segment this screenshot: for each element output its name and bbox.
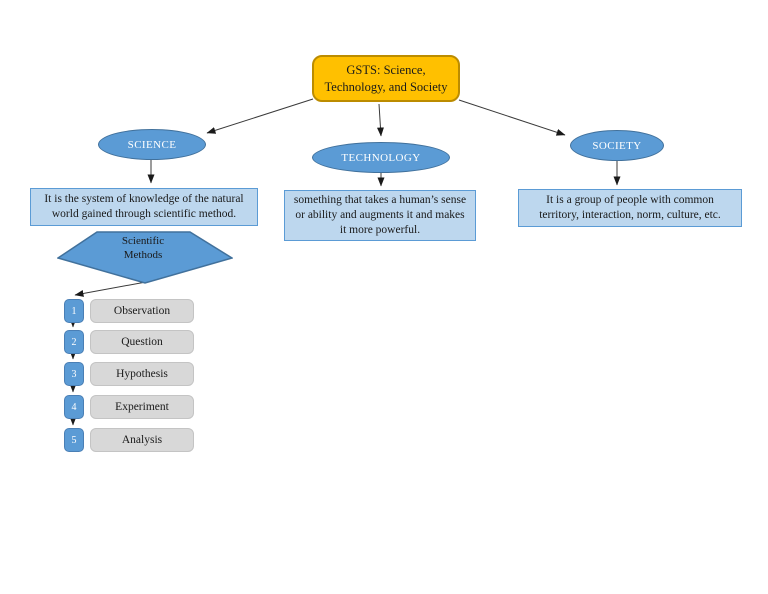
science-definition-text: It is the system of knowledge of the nat… bbox=[44, 193, 244, 220]
step-row-question: 2 Question bbox=[0, 330, 200, 354]
technology-definition-box[interactable]: something that takes a human’s sense or … bbox=[284, 190, 476, 241]
step-number-badge[interactable]: 4 bbox=[64, 395, 84, 419]
technology-definition-text: something that takes a human’s sense or … bbox=[293, 194, 467, 236]
step-row-hypothesis: 3 Hypothesis bbox=[0, 362, 200, 386]
node-technology-label: TECHNOLOGY bbox=[341, 151, 421, 164]
step-number-badge[interactable]: 5 bbox=[64, 428, 84, 452]
society-definition-box[interactable]: It is a group of people with common terr… bbox=[518, 189, 742, 227]
node-society-label: SOCIETY bbox=[592, 139, 642, 152]
step-number-badge[interactable]: 3 bbox=[64, 362, 84, 386]
root-node-gsts[interactable]: GSTS: Science, Technology, and Society bbox=[312, 55, 460, 102]
step-label-box[interactable]: Experiment bbox=[90, 395, 194, 419]
society-definition-text: It is a group of people with common terr… bbox=[539, 194, 721, 221]
scientific-methods-arrow[interactable] bbox=[57, 231, 233, 284]
science-definition-box[interactable]: It is the system of knowledge of the nat… bbox=[30, 188, 258, 226]
node-science[interactable]: SCIENCE bbox=[98, 129, 206, 160]
step-label-box[interactable]: Observation bbox=[90, 299, 194, 323]
down-arrow-shape[interactable] bbox=[57, 231, 233, 284]
step-row-observation: 1 Observation bbox=[0, 299, 200, 323]
step-label-box[interactable]: Analysis bbox=[90, 428, 194, 452]
step-row-experiment: 4 Experiment bbox=[0, 395, 200, 419]
node-society[interactable]: SOCIETY bbox=[570, 130, 664, 161]
root-node-label: GSTS: Science, Technology, and Society bbox=[324, 62, 448, 94]
step-label-box[interactable]: Hypothesis bbox=[90, 362, 194, 386]
node-science-label: SCIENCE bbox=[127, 138, 177, 151]
step-number-badge[interactable]: 1 bbox=[64, 299, 84, 323]
step-number-badge[interactable]: 2 bbox=[64, 330, 84, 354]
step-row-analysis: 5 Analysis bbox=[0, 428, 200, 452]
node-technology[interactable]: TECHNOLOGY bbox=[312, 142, 450, 173]
step-label-box[interactable]: Question bbox=[90, 330, 194, 354]
scientific-methods-label: Scientific Methods bbox=[121, 235, 165, 261]
